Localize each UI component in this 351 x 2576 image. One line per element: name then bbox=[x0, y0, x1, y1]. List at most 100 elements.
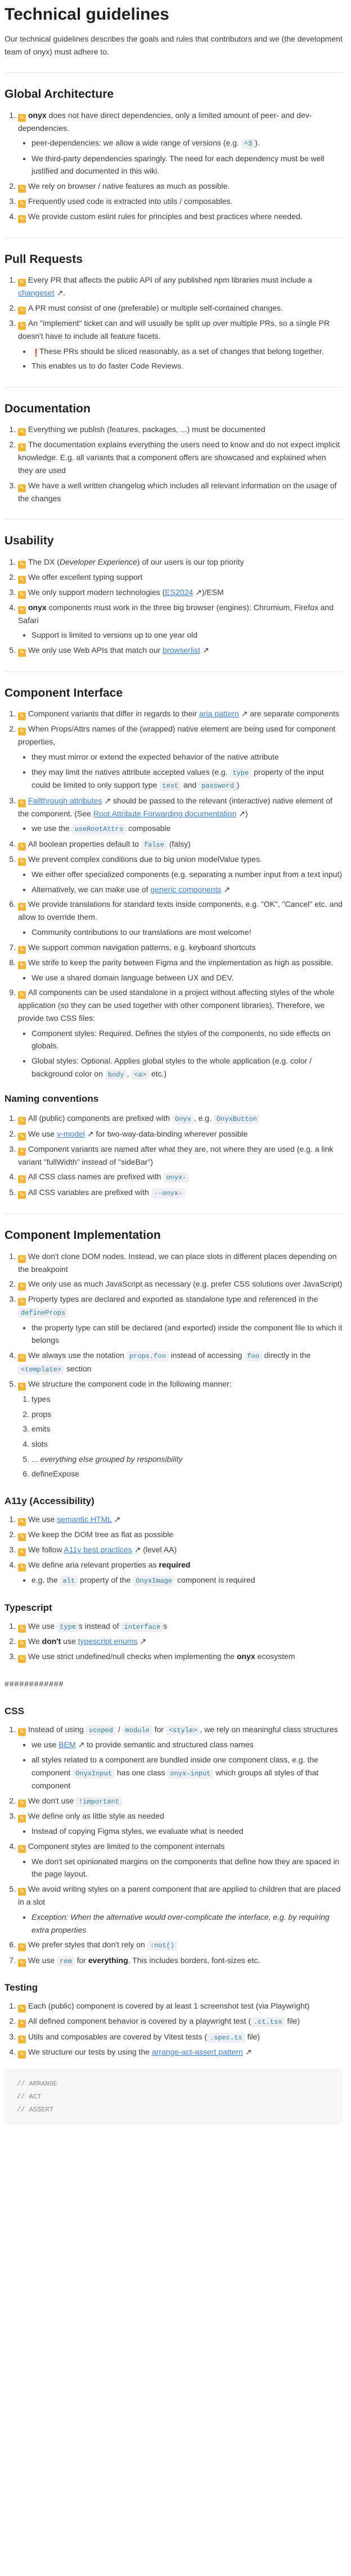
list-item: ✎We have a well written changelog which … bbox=[18, 479, 343, 505]
inline-code: ^3 bbox=[241, 139, 255, 149]
feather-badge-icon: ✎ bbox=[18, 1959, 26, 1967]
inline-code: OnyxInput bbox=[73, 1768, 115, 1779]
feather-badge-icon: ✎ bbox=[18, 1283, 26, 1291]
sub-list-item-text: we use BEM ↗ to provide semantic and str… bbox=[32, 1740, 254, 1750]
code-block: // ARRANGE // ACT // ASSERT bbox=[4, 2069, 343, 2125]
sub-list-item-text: they may limit the natives attribute acc… bbox=[32, 767, 324, 792]
doc-link[interactable]: typescript enums bbox=[78, 1637, 138, 1646]
inline-code: <a> bbox=[131, 1069, 149, 1080]
list-item: ✎We don't use typescript enums ↗ bbox=[18, 1635, 343, 1648]
list-item: ✎We structure our tests by using the arr… bbox=[18, 2046, 343, 2059]
section-heading: Usability bbox=[4, 519, 343, 548]
doc-link[interactable]: browserlist bbox=[163, 646, 201, 655]
list-item: ✎The DX (Developer Experience) of our us… bbox=[18, 556, 343, 569]
list-item: ✎Component variants that differ in regar… bbox=[18, 707, 343, 721]
list-item-text: Each (public) component is covered by at… bbox=[28, 2001, 310, 2011]
emphasis-text: onyx bbox=[28, 110, 47, 120]
inline-code: Onyx bbox=[172, 1114, 194, 1125]
doc-link[interactable]: arrange-act-assert pattern bbox=[151, 2047, 243, 2057]
sub-list: Instead of copying Figma styles, we eval… bbox=[18, 1825, 343, 1838]
list-implementation: ✎We don't clone DOM nodes. Instead, we c… bbox=[4, 1250, 343, 1480]
inline-code: OnyxButton bbox=[213, 1114, 260, 1125]
sub-list-item: We either offer specialized components (… bbox=[32, 868, 343, 881]
feather-badge-icon: ✎ bbox=[18, 1382, 26, 1391]
sub-list-item: Support is limited to versions up to one… bbox=[32, 629, 343, 642]
list-item: ✎We provide custom eslint rules for prin… bbox=[18, 210, 343, 224]
list-item: ✎onyx does not have direct dependencies,… bbox=[18, 109, 343, 178]
doc-link[interactable]: BEM bbox=[58, 1740, 76, 1750]
list-item: ✎Everything we publish (features, packag… bbox=[18, 423, 343, 437]
emphasis-text: Developer Experience bbox=[60, 557, 137, 566]
sub-list-item-text: the property type can still be declared … bbox=[32, 1323, 343, 1345]
feather-badge-icon: ✎ bbox=[18, 322, 26, 330]
list-item: ✎We only use Web APIs that match our bro… bbox=[18, 644, 343, 657]
sub-list-item: Exception: When the alternative would ov… bbox=[32, 1911, 343, 1936]
feather-badge-icon: ✎ bbox=[18, 1815, 26, 1823]
emphasis-text: everything else grouped by responsibilit… bbox=[40, 1454, 183, 1464]
numbered-sub-list: typespropsemitsslots... everything else … bbox=[18, 1393, 343, 1480]
feather-badge-icon: ✎ bbox=[18, 1518, 26, 1526]
sub-list-item-text: Global styles: Optional. Applies global … bbox=[32, 1056, 312, 1080]
feather-badge-icon: ✎ bbox=[18, 712, 26, 721]
feather-badge-icon: ✎ bbox=[18, 991, 26, 999]
sub-list-item: peer-dependencies: we allow a wide range… bbox=[32, 137, 343, 149]
list-item: ✎All CSS class names are prefixed with o… bbox=[18, 1170, 343, 1184]
list-item: ✎Component styles are limited to the com… bbox=[18, 1840, 343, 1880]
feather-badge-icon: ✎ bbox=[18, 1255, 26, 1263]
warning-icon: ❗ bbox=[32, 348, 41, 357]
doc-link[interactable]: generic components bbox=[150, 884, 222, 894]
doc-link[interactable]: ES2024 bbox=[165, 587, 194, 597]
doc-link[interactable]: changeset bbox=[18, 288, 55, 298]
inline-code: alt bbox=[60, 1576, 78, 1587]
list-item-text: We provide translations for standard tex… bbox=[18, 899, 343, 922]
sub-list-item: we use BEM ↗ to provide semantic and str… bbox=[32, 1738, 343, 1751]
feather-badge-icon: ✎ bbox=[18, 1191, 26, 1199]
list-item: ✎All (public) components are prefixed wi… bbox=[18, 1112, 343, 1125]
doc-link[interactable]: semantic HTML bbox=[57, 1515, 112, 1524]
feather-badge-icon: ✎ bbox=[18, 799, 26, 807]
sub-list-item: Component styles: Required. Defines the … bbox=[32, 1027, 343, 1052]
list-item: ✎We don't clone DOM nodes. Instead, we c… bbox=[18, 1250, 343, 1276]
doc-link[interactable]: A11y best practices bbox=[64, 1545, 132, 1555]
feather-badge-icon: ✎ bbox=[18, 279, 26, 287]
feather-badge-icon: ✎ bbox=[18, 428, 26, 437]
main-sections: Global Architecture✎onyx does not have d… bbox=[4, 72, 343, 1080]
inline-code: <style> bbox=[165, 1725, 200, 1735]
list-item: ✎All defined component behavior is cover… bbox=[18, 2015, 343, 2028]
list-item: ✎All boolean properties default to false… bbox=[18, 838, 343, 851]
sub-list-item-text: We either offer specialized components (… bbox=[32, 870, 343, 879]
list-item-text: All defined component behavior is covere… bbox=[28, 2016, 300, 2028]
doc-link[interactable]: aria pattern bbox=[199, 709, 239, 719]
inline-code: .spec.ts bbox=[207, 2032, 245, 2043]
sub-list: We either offer specialized components (… bbox=[18, 868, 343, 896]
inline-code: .ct.tsx bbox=[251, 2017, 285, 2028]
list-item-text: We only use as much JavaScript as necess… bbox=[28, 1279, 343, 1289]
list-item: ✎We use v-model ↗ for two-way-data-bindi… bbox=[18, 1128, 343, 1141]
sub-list: Exception: When the alternative would ov… bbox=[18, 1911, 343, 1936]
doc-link[interactable]: Fallthrough attributes bbox=[28, 796, 102, 805]
section-heading-naming: Naming conventions bbox=[4, 1093, 99, 1105]
feather-badge-icon: ✎ bbox=[18, 1298, 26, 1306]
inline-code: <template> bbox=[18, 1364, 65, 1375]
feather-badge-icon: ✎ bbox=[18, 961, 26, 969]
feather-badge-icon: ✎ bbox=[18, 2005, 26, 2013]
sub-list-item: the property type can still be declared … bbox=[32, 1321, 343, 1347]
doc-link[interactable]: v-model bbox=[57, 1129, 85, 1138]
list-item-text: When Props/Attrs names of the (wrapped) … bbox=[18, 724, 336, 747]
list-item-text: We avoid writing styles on a parent comp… bbox=[18, 1884, 341, 1907]
intro-paragraph: Our technical guidelines describes the g… bbox=[4, 34, 343, 56]
feather-badge-icon: ✎ bbox=[18, 728, 26, 736]
list-item-text: We define only as little style as needed bbox=[28, 1811, 164, 1821]
sub-list-item: We use a shared domain language between … bbox=[32, 971, 343, 984]
section-list: ✎The DX (Developer Experience) of our us… bbox=[4, 556, 343, 657]
sub-list-item-text: they must mirror or extend the expected … bbox=[32, 752, 279, 761]
list-item-text: Frequently used code is extracted into u… bbox=[28, 197, 233, 206]
inline-code: rem bbox=[57, 1956, 75, 1966]
list-item-text: We define aria relevant properties as re… bbox=[28, 1560, 191, 1570]
emphasis-text: everything bbox=[88, 1955, 128, 1965]
doc-link[interactable]: Root Attribute Forwarding documentation bbox=[93, 808, 237, 818]
inline-code: scoped bbox=[86, 1725, 116, 1735]
feather-badge-icon: ✎ bbox=[18, 1132, 26, 1141]
sub-list-item-text: Exception: When the alternative would ov… bbox=[32, 1912, 330, 1934]
